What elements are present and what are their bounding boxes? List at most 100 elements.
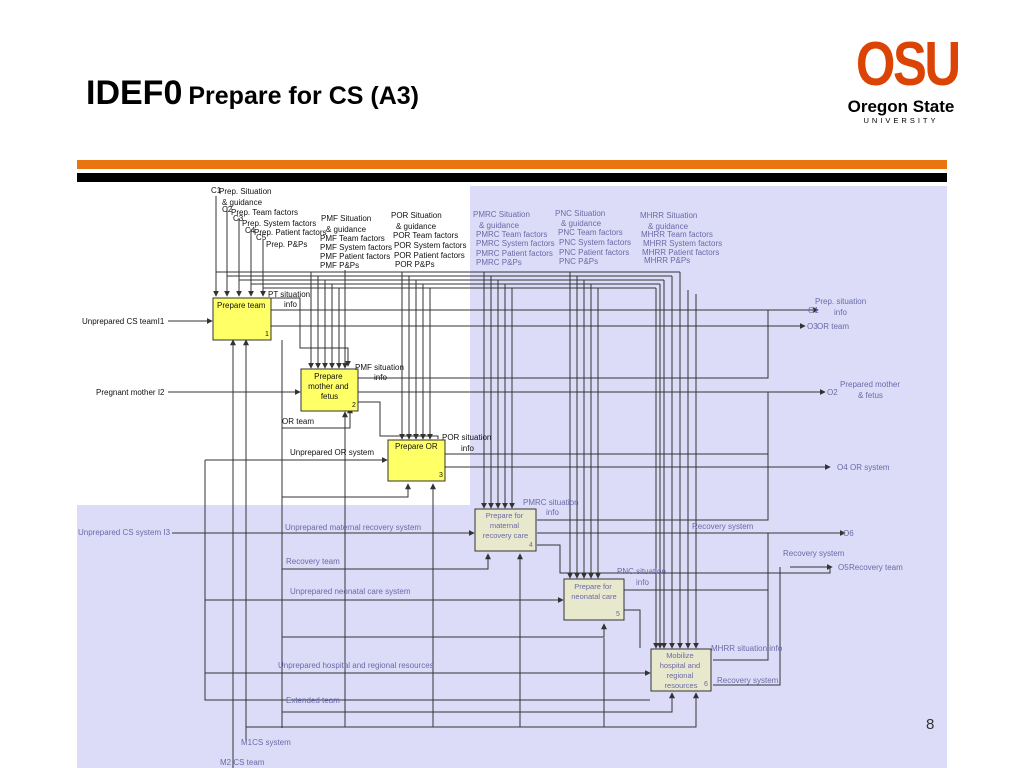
pnc-control-label: PNC Patient factors bbox=[559, 248, 629, 257]
internal-label: info bbox=[636, 578, 649, 587]
por-control-label: POR Patient factors bbox=[394, 251, 465, 260]
activity-box-rect bbox=[387, 439, 446, 482]
prep-control-id: C5 bbox=[256, 233, 267, 242]
por-control-label: POR Team factors bbox=[393, 231, 458, 240]
mhrr-control-label: MHRR Patient factors bbox=[642, 248, 719, 257]
input-label: Recovery team bbox=[286, 557, 340, 566]
extended-team-arrow bbox=[282, 692, 675, 713]
internal-label: info bbox=[374, 373, 387, 382]
activity-box-label: Prepare OR bbox=[395, 442, 438, 451]
slide-title-sub: Prepare for CS (A3) bbox=[188, 82, 419, 110]
output-id: O5 bbox=[838, 563, 849, 572]
internal-label: info bbox=[284, 300, 297, 309]
pmrc-control-label: PMRC P&Ps bbox=[476, 258, 522, 267]
internal-label: PMF situation bbox=[355, 363, 404, 372]
por-control-labels: POR Situation & guidance POR Team factor… bbox=[391, 211, 466, 269]
pmf-control-label: & guidance bbox=[326, 225, 367, 234]
output-id: O3 bbox=[807, 322, 818, 331]
internal-label: info bbox=[546, 508, 559, 517]
output-labels: O1 Prep. situation info O3 OR team O2 Pr… bbox=[807, 297, 903, 572]
output-id: O4 bbox=[837, 463, 848, 472]
internal-label: info bbox=[461, 444, 474, 453]
por-control-label: & guidance bbox=[396, 222, 437, 231]
input-label: Extended team bbox=[286, 696, 340, 705]
shaded-region-upper bbox=[470, 186, 947, 506]
prep-control-id: C3 bbox=[233, 214, 244, 223]
feedback-arrow bbox=[271, 297, 351, 367]
prep-control-label: Prep. System factors bbox=[242, 219, 316, 228]
activity-box-number: 4 bbox=[529, 542, 533, 549]
output-arrow bbox=[358, 401, 439, 439]
recovery-team-arrow bbox=[282, 553, 491, 570]
pmf-control-label: PMF Situation bbox=[321, 214, 371, 223]
internal-label: Recovery system bbox=[692, 522, 754, 531]
output-arrow bbox=[713, 590, 769, 661]
activity-box-number: 1 bbox=[265, 331, 269, 338]
activity-box-2: Prepare mother and fetus 2 bbox=[300, 368, 359, 412]
output-id: O6 bbox=[843, 529, 854, 538]
por-control-label: POR P&Ps bbox=[395, 260, 435, 269]
activity-box-number: 6 bbox=[704, 681, 708, 688]
pnc-control-label: PNC System factors bbox=[559, 238, 631, 247]
slide-title-main: IDEF0 bbox=[86, 74, 183, 112]
activity-box-label: Prepare team bbox=[217, 301, 266, 310]
pmrc-control-label: & guidance bbox=[479, 221, 520, 230]
internal-label: PT situation bbox=[268, 290, 310, 299]
mhrr-control-label: MHRR P&Ps bbox=[644, 256, 690, 265]
pnc-control-label: PNC Team factors bbox=[558, 228, 623, 237]
pnc-control-label: PNC P&Ps bbox=[559, 257, 598, 266]
internal-label: PNC situation bbox=[617, 567, 666, 576]
pmf-control-label: PMF System factors bbox=[320, 243, 392, 252]
osu-logo: OSU Oregon State UNIVERSITY bbox=[846, 34, 962, 126]
mhrr-control-label: MHRR Team factors bbox=[641, 230, 713, 239]
pmf-control-label: PMF Team factors bbox=[320, 234, 385, 243]
input-labels: Unprepared CS teamI1 Pregnant mother I2 … bbox=[78, 317, 434, 705]
output-label: Prep. situation bbox=[815, 297, 866, 306]
mechanism-labels: M1CS system M2 CS team bbox=[220, 738, 291, 767]
arrow-layer bbox=[168, 196, 846, 768]
mhrr-control-labels: MHRR Situation & guidance MHRR Team fact… bbox=[640, 211, 722, 265]
activity-box-4: Prepare for maternal recovery care 4 bbox=[474, 508, 537, 552]
por-control-label: POR Situation bbox=[391, 211, 442, 220]
output-label: & fetus bbox=[858, 391, 883, 400]
activity-box-rect bbox=[650, 648, 712, 692]
output-arrow bbox=[358, 310, 769, 379]
prep-control-label: Prep. Patient factors bbox=[254, 228, 326, 237]
pmrc-control-label: PMRC Patient factors bbox=[476, 249, 553, 258]
mechanism-arrow bbox=[246, 692, 699, 728]
internal-label: Recovery system bbox=[717, 676, 779, 685]
activity-box-number: 2 bbox=[352, 402, 356, 409]
activity-box-number: 5 bbox=[616, 611, 620, 618]
output-id: O2 bbox=[827, 388, 838, 397]
activity-box-label: Prepare for neonatal care bbox=[571, 582, 616, 601]
mechanism-label: M1CS system bbox=[241, 738, 291, 747]
input-label: Unprepared neonatal care system bbox=[290, 587, 411, 596]
output-arrow bbox=[537, 454, 769, 521]
pmf-control-label: PMF Patient factors bbox=[320, 252, 390, 261]
or-team-arrow bbox=[281, 407, 353, 429]
pnc-control-labels: PNC Situation & guidance PNC Team factor… bbox=[555, 209, 631, 266]
input-label: OR team bbox=[282, 417, 314, 426]
pmf-control-labels: PMF Situation & guidance PMF Team factor… bbox=[320, 214, 392, 270]
activity-box-3: Prepare OR 3 bbox=[387, 439, 446, 482]
activity-box-1: Prepare team 1 bbox=[212, 297, 272, 341]
pmrc-control-label: PMRC System factors bbox=[476, 239, 555, 248]
internal-labels: PT situation info PMF situation info POR… bbox=[268, 290, 845, 685]
prep-control-label: & guidance bbox=[222, 198, 263, 207]
mhrr-control-label: & guidance bbox=[648, 222, 689, 231]
pmrc-control-label: PMRC Situation bbox=[473, 210, 530, 219]
activity-box-6: Mobilize hospital and regional resources… bbox=[650, 648, 712, 692]
page-number: 8 bbox=[926, 716, 935, 733]
output-label: info bbox=[834, 308, 847, 317]
prep-control-id: C1 bbox=[211, 186, 222, 195]
output-label: OR team bbox=[817, 322, 849, 331]
black-divider bbox=[77, 173, 947, 182]
output-id: O1 bbox=[808, 306, 819, 315]
pmf-control-label: PMF P&Ps bbox=[320, 261, 359, 270]
pmrc-control-labels: PMRC Situation & guidance PMRC Team fact… bbox=[473, 210, 555, 267]
input-label: Unprepared hospital and regional resourc… bbox=[278, 661, 434, 670]
pmrc-control-label: PMRC Team factors bbox=[476, 230, 547, 239]
input-arrow bbox=[204, 460, 650, 701]
